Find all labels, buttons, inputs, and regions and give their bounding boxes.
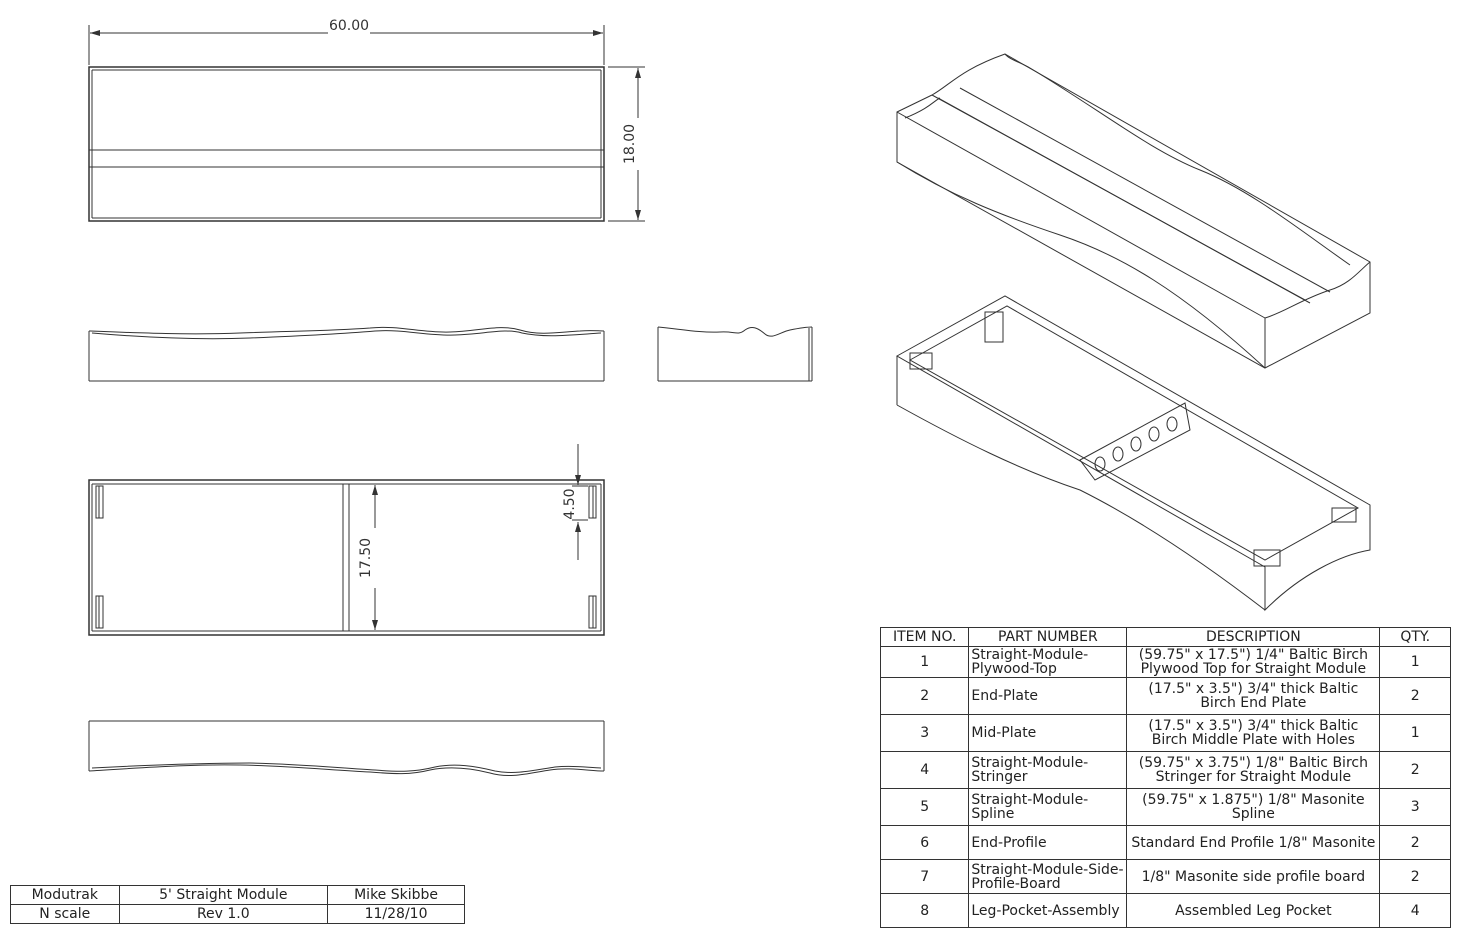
bom-item: 8 (879, 893, 970, 928)
bom-description: (59.75" x 3.75") 1/8" Baltic Birch Strin… (1126, 751, 1381, 789)
bom-part: Straight-Module-Plywood-Top (968, 646, 1128, 678)
table-row: 4 Straight-Module-Stringer (59.75" x 3.7… (879, 751, 1451, 789)
table-row: 3 Mid-Plate (17.5" x 3.5") 3/4" thick Ba… (879, 714, 1451, 752)
bom-item: 4 (879, 751, 970, 789)
bom-header-part: PART NUMBER (968, 627, 1128, 647)
dim-height-label: 18.00 (622, 124, 638, 164)
bom-item: 6 (879, 825, 970, 860)
bom-part: Straight-Module-Spline (968, 788, 1128, 826)
bom-part: End-Plate (968, 677, 1128, 715)
table-row: 2 End-Plate (17.5" x 3.5") 3/4" thick Ba… (879, 677, 1451, 715)
drawing-title: 5' Straight Module (118, 885, 329, 905)
bom-qty: 1 (1379, 646, 1451, 678)
isometric-frame-assembly (895, 295, 1371, 612)
bom-description: Standard End Profile 1/8" Masonite (1126, 825, 1381, 860)
bom-part: Straight-Module-Stringer (968, 751, 1128, 789)
dim-width (88, 25, 605, 65)
rear-view (88, 720, 605, 776)
bom-description: (17.5" x 3.5") 3/4" thick Baltic Birch E… (1126, 677, 1381, 715)
bom-header-item: ITEM NO. (879, 627, 970, 647)
table-row: 6 End-Profile Standard End Profile 1/8" … (879, 825, 1451, 860)
title-block: Modutrak 5' Straight Module Mike Skibbe … (10, 885, 465, 924)
bom-qty: 2 (1379, 859, 1451, 894)
bom-item: 3 (879, 714, 970, 752)
bom-header-qty: QTY. (1379, 627, 1451, 647)
revision-label: Rev 1.0 (118, 904, 329, 924)
bom-description: (17.5" x 3.5") 3/4" thick Baltic Birch M… (1126, 714, 1381, 752)
title-block-row: Modutrak 5' Straight Module Mike Skibbe (10, 885, 465, 905)
dim-height (608, 66, 645, 222)
bill-of-materials: ITEM NO. PART NUMBER DESCRIPTION QTY. 1 … (879, 627, 1451, 928)
table-row: 7 Straight-Module-Side-Profile-Board 1/8… (879, 859, 1451, 894)
bom-part: Leg-Pocket-Assembly (968, 893, 1128, 928)
scale-label: N scale (10, 904, 120, 924)
bom-qty: 1 (1379, 714, 1451, 752)
bom-qty: 3 (1379, 788, 1451, 826)
bom-qty: 2 (1379, 677, 1451, 715)
bom-description: (59.75" x 17.5") 1/4" Baltic Birch Plywo… (1126, 646, 1381, 678)
company-name: Modutrak (10, 885, 120, 905)
title-block-row: N scale Rev 1.0 11/28/10 (10, 904, 465, 924)
bom-item: 2 (879, 677, 970, 715)
table-row: 8 Leg-Pocket-Assembly Assembled Leg Pock… (879, 893, 1451, 928)
date-label: 11/28/10 (327, 904, 465, 924)
dim-frame-label: 17.50 (358, 538, 374, 578)
bom-qty: 2 (1379, 825, 1451, 860)
front-view (88, 326, 605, 382)
bom-header-description: DESCRIPTION (1126, 627, 1381, 647)
table-row: 1 Straight-Module-Plywood-Top (59.75" x … (879, 646, 1451, 678)
side-view (657, 326, 813, 382)
table-row: 5 Straight-Module-Spline (59.75" x 1.875… (879, 788, 1451, 826)
bom-item: 5 (879, 788, 970, 826)
bom-description: (59.75" x 1.875") 1/8" Masonite Spline (1126, 788, 1381, 826)
bom-description: 1/8" Masonite side profile board (1126, 859, 1381, 894)
bom-item: 1 (879, 646, 970, 678)
bom-part: Straight-Module-Side-Profile-Board (968, 859, 1128, 894)
bottom-view (88, 444, 605, 636)
bom-header-row: ITEM NO. PART NUMBER DESCRIPTION QTY. (879, 627, 1451, 647)
dim-pocket-label: 4.50 (562, 488, 578, 519)
isometric-top-assembly (896, 53, 1371, 369)
dim-width-label: 60.00 (329, 18, 369, 34)
bom-part: Mid-Plate (968, 714, 1128, 752)
bom-qty: 2 (1379, 751, 1451, 789)
bom-item: 7 (879, 859, 970, 894)
bom-description: Assembled Leg Pocket (1126, 893, 1381, 928)
bom-qty: 4 (1379, 893, 1451, 928)
author-name: Mike Skibbe (327, 885, 465, 905)
top-view (88, 66, 605, 222)
bom-part: End-Profile (968, 825, 1128, 860)
